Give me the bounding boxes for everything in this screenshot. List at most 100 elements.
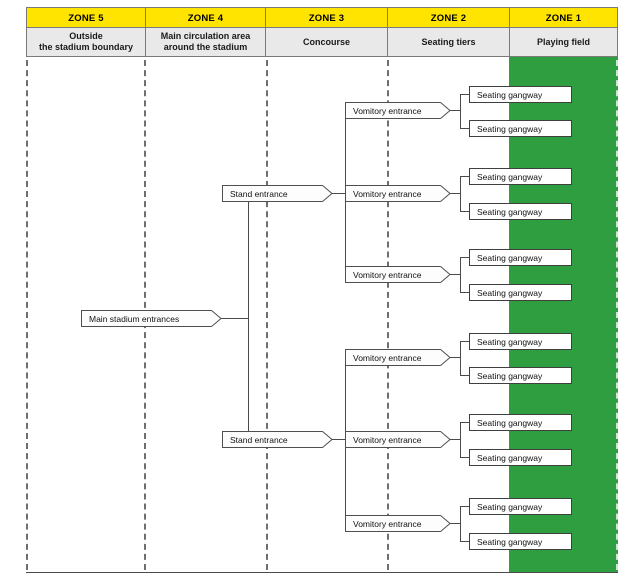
connector-stand-1-branch-up xyxy=(345,110,346,194)
connector-vom-5-split xyxy=(460,422,461,457)
node-label: Vomitory entrance xyxy=(353,105,422,116)
connector-stand-2-branch-up xyxy=(345,357,346,440)
zone-divider-4-3 xyxy=(266,60,268,570)
chevron-right-icon xyxy=(211,310,222,327)
connector-gw-12-in xyxy=(460,541,469,542)
connector-vom-1-split xyxy=(460,94,461,128)
connector-vom-4-out xyxy=(450,357,461,358)
node-label: Main stadium entrances xyxy=(89,313,180,324)
connector-trunk-down xyxy=(248,318,249,440)
connector-vom-1-out xyxy=(450,110,461,111)
chevron-right-icon xyxy=(440,431,451,448)
connector-vom-5-out xyxy=(450,439,461,440)
node-label: Stand entrance xyxy=(230,434,288,445)
chevron-right-icon xyxy=(322,185,333,202)
zone-divider-1-inner xyxy=(616,60,618,570)
node-seating-gangway-10[interactable]: Seating gangway xyxy=(469,449,572,466)
node-vomitory-entrance-6[interactable]: Vomitory entrance xyxy=(345,515,451,532)
node-label: Stand entrance xyxy=(230,188,288,199)
zone-header-cell-3: ZONE 3 xyxy=(265,7,387,28)
node-label: Seating gangway xyxy=(477,123,543,134)
node-vomitory-entrance-2[interactable]: Vomitory entrance xyxy=(345,185,451,202)
node-seating-gangway-5[interactable]: Seating gangway xyxy=(469,249,572,266)
node-seating-gangway-1[interactable]: Seating gangway xyxy=(469,86,572,103)
connector-trunk-up xyxy=(248,193,249,319)
node-seating-gangway-7[interactable]: Seating gangway xyxy=(469,333,572,350)
node-label: Seating gangway xyxy=(477,171,543,182)
zone-header-cell-4: ZONE 4 xyxy=(145,7,265,28)
zone-header-cell-2: ZONE 2 xyxy=(387,7,509,28)
node-stand-entrance-1[interactable]: Stand entrance xyxy=(222,185,333,202)
connector-gw-6-in xyxy=(460,292,469,293)
chevron-right-icon xyxy=(440,349,451,366)
node-label: Seating gangway xyxy=(477,501,543,512)
node-seating-gangway-2[interactable]: Seating gangway xyxy=(469,120,572,137)
zone-divider-5-outer xyxy=(26,60,28,570)
node-seating-gangway-8[interactable]: Seating gangway xyxy=(469,367,572,384)
connector-vom-6-split xyxy=(460,506,461,541)
node-label: Seating gangway xyxy=(477,370,543,381)
connector-gw-5-in xyxy=(460,257,469,258)
connector-root-out xyxy=(221,318,249,319)
chevron-right-icon xyxy=(440,102,451,119)
node-seating-gangway-4[interactable]: Seating gangway xyxy=(469,203,572,220)
node-seating-gangway-11[interactable]: Seating gangway xyxy=(469,498,572,515)
node-label: Vomitory entrance xyxy=(353,352,422,363)
connector-vom-4-split xyxy=(460,341,461,375)
node-vomitory-entrance-1[interactable]: Vomitory entrance xyxy=(345,102,451,119)
connector-gw-7-in xyxy=(460,341,469,342)
connector-vom-6-out xyxy=(450,523,461,524)
node-main-stadium-entrances[interactable]: Main stadium entrances xyxy=(81,310,222,327)
node-vomitory-entrance-3[interactable]: Vomitory entrance xyxy=(345,266,451,283)
node-label: Seating gangway xyxy=(477,287,543,298)
node-stand-entrance-2[interactable]: Stand entrance xyxy=(222,431,333,448)
connector-stand-2-branch-down xyxy=(345,439,346,523)
node-vomitory-entrance-5[interactable]: Vomitory entrance xyxy=(345,431,451,448)
node-label: Seating gangway xyxy=(477,206,543,217)
zone-label-row: ZONE 5 ZONE 4 ZONE 3 ZONE 2 ZONE 1 xyxy=(26,7,618,28)
chevron-right-icon xyxy=(440,266,451,283)
node-label: Vomitory entrance xyxy=(353,518,422,529)
connector-vom-2-split xyxy=(460,176,461,211)
connector-gw-4-in xyxy=(460,211,469,212)
node-seating-gangway-12[interactable]: Seating gangway xyxy=(469,533,572,550)
connector-vom-2-out xyxy=(450,193,461,194)
zone-header-table: ZONE 5 ZONE 4 ZONE 3 ZONE 2 ZONE 1 Outsi… xyxy=(26,7,618,57)
connector-gw-10-in xyxy=(460,457,469,458)
zone-description-cell-1: Playing field xyxy=(509,28,618,57)
node-label: Seating gangway xyxy=(477,252,543,263)
diagram-baseline xyxy=(26,572,618,573)
chevron-right-icon xyxy=(322,431,333,448)
node-label: Vomitory entrance xyxy=(353,188,422,199)
zone-header-cell-1: ZONE 1 xyxy=(509,7,618,28)
chevron-right-icon xyxy=(440,185,451,202)
connector-gw-1-in xyxy=(460,94,469,95)
zone-header-cell-5: ZONE 5 xyxy=(26,7,145,28)
node-label: Seating gangway xyxy=(477,336,543,347)
node-seating-gangway-9[interactable]: Seating gangway xyxy=(469,414,572,431)
node-label: Vomitory entrance xyxy=(353,269,422,280)
zone-divider-3-2 xyxy=(387,60,389,570)
connector-stand-1-out xyxy=(332,193,346,194)
node-label: Seating gangway xyxy=(477,89,543,100)
connector-gw-11-in xyxy=(460,506,469,507)
connector-gw-2-in xyxy=(460,128,469,129)
connector-gw-9-in xyxy=(460,422,469,423)
connector-stand-2-out xyxy=(332,439,346,440)
connector-vom-3-split xyxy=(460,257,461,292)
node-label: Vomitory entrance xyxy=(353,434,422,445)
connector-vom-3-out xyxy=(450,274,461,275)
playing-field-area xyxy=(509,57,618,573)
connector-stand-1-branch-down xyxy=(345,193,346,274)
node-seating-gangway-6[interactable]: Seating gangway xyxy=(469,284,572,301)
node-label: Seating gangway xyxy=(477,452,543,463)
connector-gw-3-in xyxy=(460,176,469,177)
node-seating-gangway-3[interactable]: Seating gangway xyxy=(469,168,572,185)
node-vomitory-entrance-4[interactable]: Vomitory entrance xyxy=(345,349,451,366)
connector-gw-8-in xyxy=(460,375,469,376)
node-label: Seating gangway xyxy=(477,417,543,428)
